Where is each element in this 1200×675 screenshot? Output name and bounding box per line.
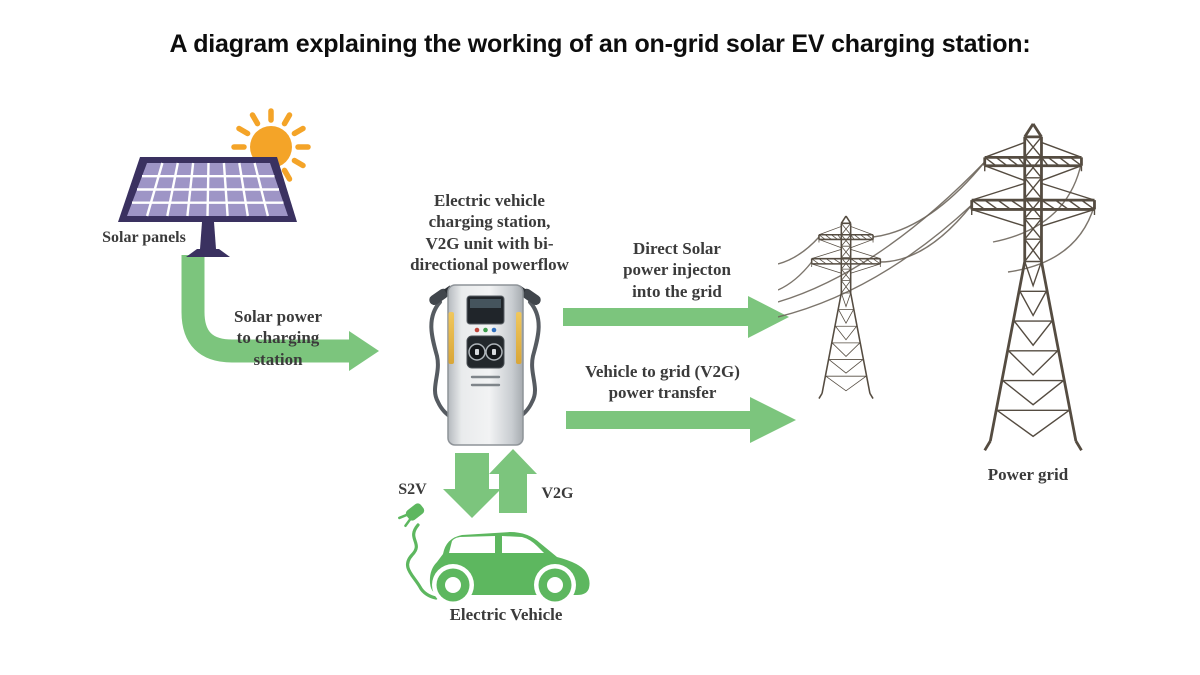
solar-to-grid-arrow [563,296,789,338]
charging-cables [429,300,541,420]
label-solar-panels: Solar panels [102,229,186,246]
power-lines [778,161,1096,318]
s2v-down-arrow [443,453,501,518]
status-lights [474,327,497,333]
label-v2g: V2G [541,485,574,502]
charging-cord [398,503,438,600]
car-window-rear [449,536,495,553]
label-electric-vehicle: Electric Vehicle [449,605,563,624]
solar-panel-icon [118,108,311,257]
panel [118,157,297,257]
yellow-stripe-right [516,312,522,364]
transmission-tower-small [810,215,882,400]
station-screen [466,295,505,325]
vent-lines [470,375,501,387]
car-window-front [502,536,544,553]
label-solar-power-to-station: Solar power to charging station [234,307,322,369]
page-title: A diagram explaining the working of an o… [169,30,1031,58]
v2g-up-arrow [489,449,537,513]
label-v2g-power-transfer: Vehicle to grid (V2G) power transfer [585,362,740,403]
solar-to-station-arrow [181,255,379,371]
connector-panel [466,335,505,369]
label-charging-station: Electric vehicle charging station, V2G u… [410,191,569,274]
label-power-grid: Power grid [987,465,1069,484]
yellow-stripe-left [448,312,454,364]
transmission-towers-icon [778,122,1096,452]
transmission-tower-large [970,122,1096,452]
plug-icon [398,503,425,528]
label-s2v: S2V [398,481,427,498]
sun-icon [231,108,311,182]
electric-car-icon [398,503,590,606]
ev-charging-station-icon [429,284,541,446]
label-direct-solar-injection: Direct Solar power injecton into the gri… [623,239,731,301]
v2g-to-grid-arrow [566,397,796,443]
panel-stand [200,222,216,249]
